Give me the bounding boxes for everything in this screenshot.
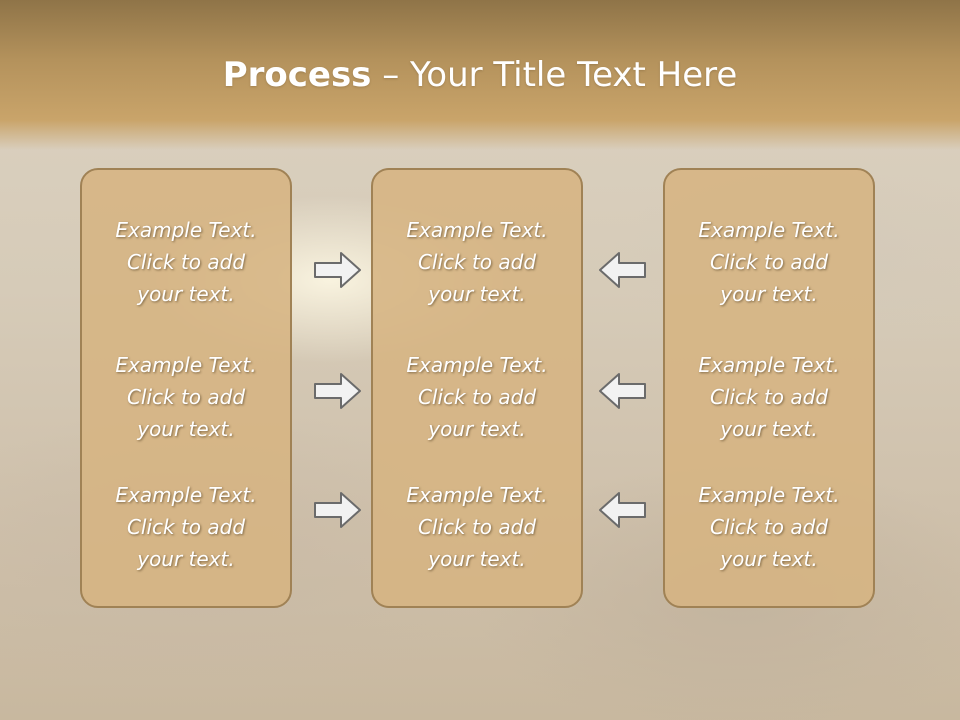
text-line: Click to add [126, 385, 246, 409]
text-line: Click to add [709, 250, 829, 274]
text-line: Click to add [709, 515, 829, 539]
process-panel-left[interactable]: Example Text. Click to add your text. Ex… [80, 168, 292, 608]
text-line: Click to add [417, 515, 537, 539]
right-arrow-icon[interactable] [313, 490, 363, 530]
title-band [0, 0, 960, 150]
text-line: your text. [428, 417, 526, 441]
title-bold-text: Process [222, 55, 372, 95]
right-arrow-icon[interactable] [313, 250, 363, 290]
text-line: your text. [428, 547, 526, 571]
left-arrow-icon[interactable] [597, 371, 647, 411]
text-line: your text. [720, 547, 818, 571]
left-arrow-icon[interactable] [597, 250, 647, 290]
text-line: Example Text. [115, 353, 257, 377]
text-line: Example Text. [406, 353, 548, 377]
text-line: your text. [428, 282, 526, 306]
text-block[interactable]: Example Text. Click to add your text. [665, 214, 873, 310]
text-line: your text. [137, 547, 235, 571]
right-arrow-icon[interactable] [313, 371, 363, 411]
process-panel-middle[interactable]: Example Text. Click to add your text. Ex… [371, 168, 583, 608]
text-line: Click to add [709, 385, 829, 409]
text-line: your text. [137, 417, 235, 441]
text-line: Click to add [417, 250, 537, 274]
text-line: your text. [720, 417, 818, 441]
text-line: your text. [137, 282, 235, 306]
text-line: Example Text. [406, 218, 548, 242]
text-line: Example Text. [698, 353, 840, 377]
text-line: Example Text. [698, 218, 840, 242]
text-block[interactable]: Example Text. Click to add your text. [82, 479, 290, 575]
left-arrow-icon[interactable] [597, 490, 647, 530]
text-block[interactable]: Example Text. Click to add your text. [82, 349, 290, 445]
text-block[interactable]: Example Text. Click to add your text. [373, 214, 581, 310]
text-line: Example Text. [406, 483, 548, 507]
text-line: Example Text. [115, 218, 257, 242]
text-block[interactable]: Example Text. Click to add your text. [82, 214, 290, 310]
text-block[interactable]: Example Text. Click to add your text. [373, 349, 581, 445]
slide-title[interactable]: Process – Your Title Text Here [0, 52, 960, 98]
text-line: Click to add [126, 250, 246, 274]
text-line: your text. [720, 282, 818, 306]
text-block[interactable]: Example Text. Click to add your text. [665, 349, 873, 445]
text-line: Click to add [417, 385, 537, 409]
process-panel-right[interactable]: Example Text. Click to add your text. Ex… [663, 168, 875, 608]
text-line: Example Text. [115, 483, 257, 507]
text-block[interactable]: Example Text. Click to add your text. [665, 479, 873, 575]
text-block[interactable]: Example Text. Click to add your text. [373, 479, 581, 575]
text-line: Example Text. [698, 483, 840, 507]
text-line: Click to add [126, 515, 246, 539]
title-rest-text: – Your Title Text Here [371, 55, 738, 95]
